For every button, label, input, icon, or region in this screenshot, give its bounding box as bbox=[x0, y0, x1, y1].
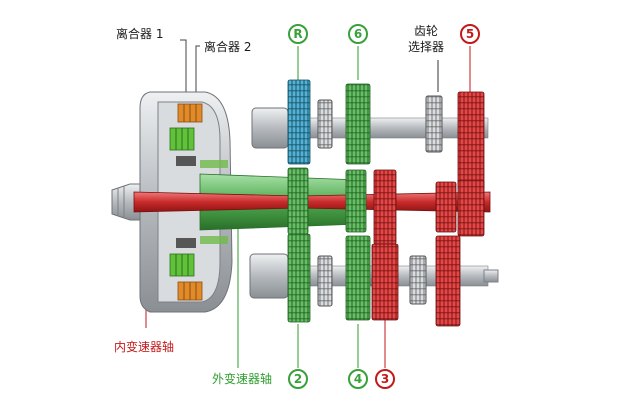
gear-badge-fifth: 5 bbox=[460, 24, 480, 44]
clutch-2-pack bbox=[169, 127, 228, 277]
clutch-1-pack bbox=[177, 103, 203, 301]
sixth-gear-wheel bbox=[345, 83, 371, 165]
fifth-gear-wheel bbox=[457, 91, 485, 191]
inner-shaft-label: 内变速器轴 bbox=[114, 340, 175, 354]
fourth-gear-wheel bbox=[345, 235, 371, 321]
gear-badge-sixth: 6 bbox=[348, 24, 368, 44]
fifth-gear-drive bbox=[457, 179, 485, 237]
third-gear-wheel bbox=[371, 243, 399, 321]
second-gear-drive bbox=[287, 167, 309, 235]
gear-selector-label-line1: 齿轮 bbox=[414, 24, 439, 38]
first-gear-drive bbox=[435, 181, 457, 233]
clutch-2-label: 离合器 2 bbox=[204, 40, 252, 54]
first-gear-wheel bbox=[435, 235, 461, 327]
second-gear-wheel bbox=[287, 233, 311, 323]
gear-badge-fourth: 4 bbox=[348, 369, 368, 389]
third-gear-drive bbox=[373, 169, 397, 245]
gear-badge-reverse: R bbox=[288, 24, 308, 44]
gear-badge-third: 3 bbox=[375, 369, 395, 389]
gear-selector-label-line2: 选择器 bbox=[408, 40, 445, 54]
clutch-1-label: 离合器 1 bbox=[116, 27, 164, 41]
reverse-gear bbox=[287, 79, 311, 165]
gear-selector-sleeves bbox=[317, 95, 443, 307]
input-shaft-stub bbox=[111, 183, 141, 221]
outer-shaft-label: 外变速器轴 bbox=[212, 372, 273, 386]
output-shaft-stub bbox=[483, 269, 499, 283]
fourth-gear-drive bbox=[345, 169, 367, 233]
gear-badge-second: 2 bbox=[288, 369, 308, 389]
